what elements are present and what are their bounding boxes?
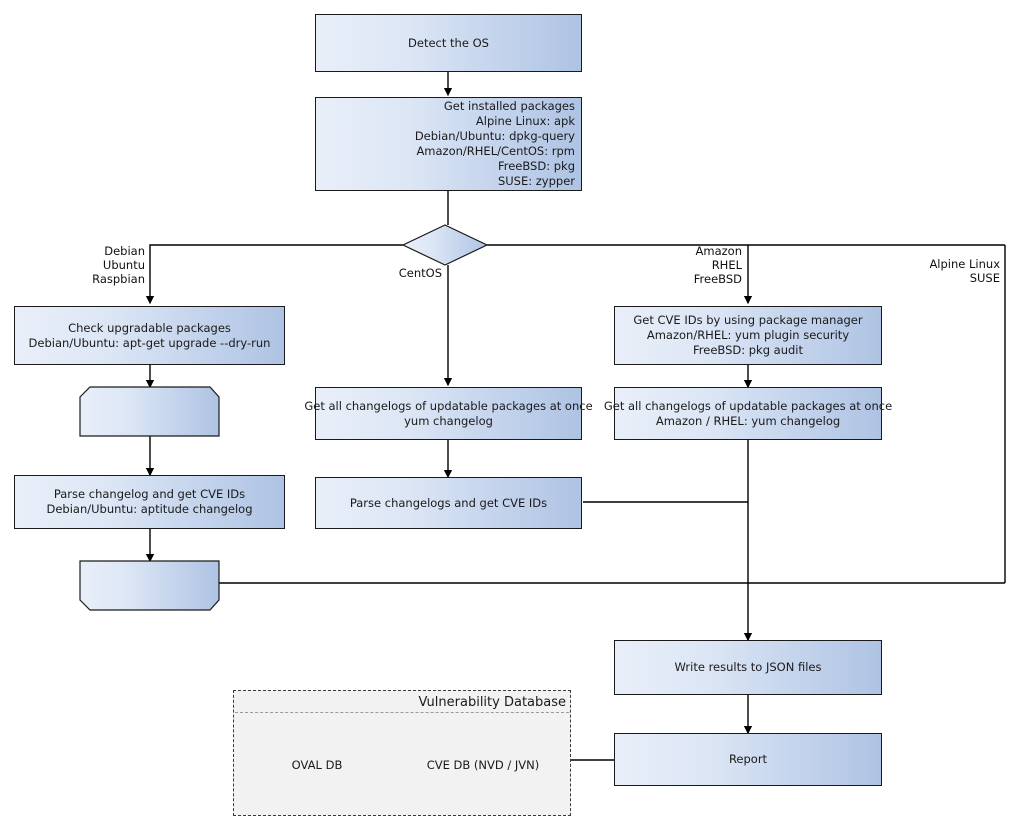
node-end-loop[interactable]: end loop [0, 49, 535, 418]
node-detect-os[interactable]: Detect the OS [315, 14, 582, 72]
node-report[interactable]: Report [614, 733, 882, 786]
cve-db[interactable]: CVE DB (NVD / JVN) [416, 730, 550, 790]
node-write-json-label: Write results to JSON files [674, 660, 822, 674]
oval-db-label: OVAL DB [291, 758, 343, 772]
node-changelogs-centos[interactable]: Get all changelogs of updatable packages… [304, 387, 593, 440]
edge-label-centos: CentOS [398, 266, 442, 280]
oval-db[interactable]: OVAL DB [250, 730, 384, 790]
node-parse-changelogs-centos-label: Parse changelogs and get CVE IDs [349, 495, 548, 510]
node-detect-os-label: Detect the OS [408, 35, 489, 50]
vulnerability-database-group [233, 690, 571, 816]
node-report-label: Report [728, 752, 768, 766]
cve-db-label: CVE DB (NVD / JVN) [426, 758, 540, 772]
vulnerability-database-separator [235, 712, 569, 713]
node-write-json[interactable]: Write results to JSON files [614, 640, 882, 695]
node-parse-changelogs-centos[interactable]: Parse changelogs and get CVE IDs [315, 477, 582, 529]
vulnerability-database-title: Vulnerability Database [418, 695, 566, 710]
node-changelogs-rhel-label: Get all changelogs of updatable packages… [603, 398, 893, 428]
node-changelogs-rhel[interactable]: Get all changelogs of updatable packages… [604, 387, 892, 440]
node-changelogs-centos-label: Get all changelogs of updatable packages… [304, 398, 593, 428]
